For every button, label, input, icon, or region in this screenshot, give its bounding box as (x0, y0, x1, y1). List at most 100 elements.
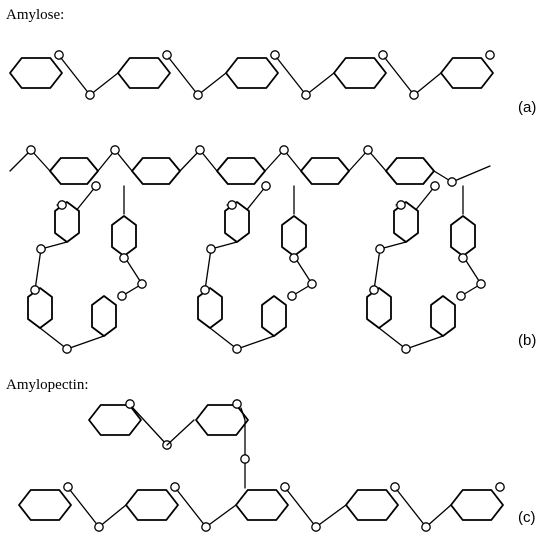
oxygen-atom (227, 200, 237, 210)
glucose-ring (430, 295, 456, 337)
glycosidic-bond (405, 335, 444, 350)
oxygen-atom (232, 399, 242, 409)
glucose-ring (300, 157, 350, 185)
oxygen-atom (119, 253, 129, 263)
oxygen-atom (110, 145, 120, 155)
oxygen-atom (91, 181, 101, 191)
oxygen-atom (495, 482, 505, 492)
oxygen-atom (287, 291, 297, 301)
oxygen-atom (280, 482, 290, 492)
oxygen-atom (195, 145, 205, 155)
glucose-ring (111, 215, 137, 257)
glucose-ring (366, 287, 392, 329)
glycosidic-bond (34, 248, 42, 291)
oxygen-atom (85, 90, 95, 100)
amylose-linear-chain (9, 50, 495, 100)
glycosidic-bond (396, 489, 427, 528)
oxygen-atom (456, 291, 466, 301)
glycosidic-bond (315, 504, 347, 528)
glycosidic-bond (413, 72, 442, 96)
glycosidic-bond (276, 57, 307, 96)
glycosidic-bond (205, 504, 237, 528)
glycosidic-bond (98, 504, 127, 528)
glucose-ring (225, 57, 279, 89)
glucose-ring (9, 57, 63, 89)
glucose-ring (131, 157, 181, 185)
glycosidic-bond (209, 327, 238, 350)
oxygen-atom (137, 279, 147, 289)
amylose-title: Amylose: (6, 7, 64, 23)
glucose-ring (345, 489, 399, 521)
glucose-ring (450, 215, 476, 257)
oxygen-atom (476, 279, 486, 289)
oxygen-atom (170, 482, 180, 492)
glycosidic-bond (373, 248, 381, 291)
oxygen-atom (430, 181, 440, 191)
oxygen-atom (162, 50, 172, 60)
oxygen-atom (261, 181, 271, 191)
oxygen-atom (125, 399, 135, 409)
glycosidic-bond (168, 57, 199, 96)
oxygen-atom (200, 285, 210, 295)
glycosidic-bond (384, 57, 415, 96)
oxygen-atom (117, 291, 127, 301)
glycosidic-bond (66, 335, 105, 350)
oxygen-atom (378, 50, 388, 60)
glucose-ring (125, 489, 179, 521)
glycosidic-bond (176, 489, 207, 528)
glucose-ring (235, 489, 289, 521)
panel-a-label: (a) (518, 99, 536, 116)
glucose-ring (197, 287, 223, 329)
glycosidic-bond (378, 327, 407, 350)
oxygen-atom (30, 285, 40, 295)
oxygen-atom (206, 244, 216, 254)
glucose-ring (216, 157, 266, 185)
glucose-ring (18, 489, 72, 521)
oxygen-atom (369, 285, 379, 295)
oxygen-atom (240, 454, 250, 464)
amylose-helix (9, 145, 491, 354)
oxygen-atom (193, 90, 203, 100)
oxygen-atom (36, 244, 46, 254)
oxygen-atom (94, 522, 104, 532)
oxygen-atom (485, 50, 495, 60)
oxygen-atom (409, 90, 419, 100)
glycosidic-bond (39, 327, 68, 350)
oxygen-atom (421, 522, 431, 532)
glucose-ring (450, 489, 504, 521)
glycosidic-bond (89, 72, 119, 96)
oxygen-atom (232, 344, 242, 354)
glycosidic-bond (240, 407, 246, 457)
oxygen-atom (375, 244, 385, 254)
glucose-ring (261, 295, 287, 337)
panel-c-label: (c) (518, 509, 536, 526)
glucose-ring (88, 404, 142, 436)
amylopectin-title: Amylopectin: (6, 377, 89, 393)
glycosidic-bond (425, 504, 452, 528)
glycosidic-bond (286, 489, 317, 528)
glucose-ring (333, 57, 387, 89)
glycosidic-bond (69, 489, 100, 528)
oxygen-atom (458, 253, 468, 263)
glucose-ring (281, 215, 307, 257)
oxygen-atom (63, 482, 73, 492)
oxygen-atom (363, 145, 373, 155)
amylopectin-branched-chain (18, 399, 505, 532)
panel-b-label: (b) (518, 332, 536, 349)
oxygen-atom (54, 50, 64, 60)
oxygen-atom (401, 344, 411, 354)
glucose-ring (91, 295, 117, 337)
glucose-ring (195, 404, 249, 436)
glycosidic-bond (197, 72, 227, 96)
glycosidic-bond (451, 165, 491, 183)
oxygen-atom (301, 90, 311, 100)
oxygen-atom (311, 522, 321, 532)
oxygen-atom (57, 200, 67, 210)
oxygen-atom (62, 344, 72, 354)
glycosidic-bond (305, 72, 335, 96)
oxygen-atom (390, 482, 400, 492)
glycosidic-bond (204, 248, 212, 291)
oxygen-atom (26, 145, 36, 155)
glucose-ring (27, 287, 53, 329)
glycosidic-bond (60, 57, 91, 96)
